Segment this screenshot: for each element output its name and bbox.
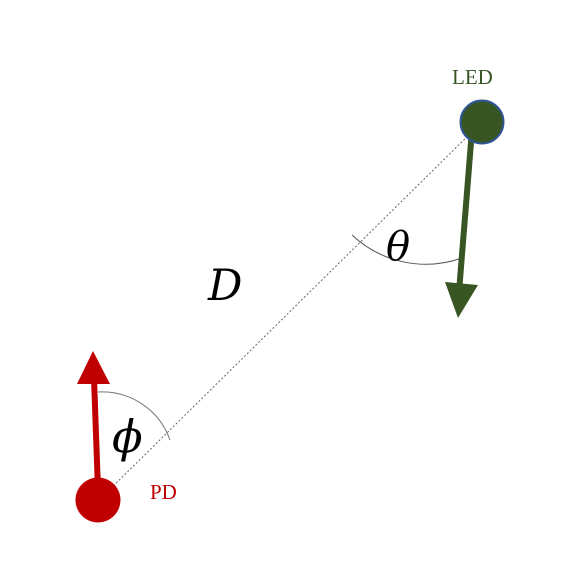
pd-node bbox=[75, 477, 121, 523]
pd-arrowhead bbox=[77, 351, 110, 384]
pd-direction-arrow bbox=[91, 377, 101, 491]
theta-arc bbox=[351, 234, 463, 265]
led-arrowhead bbox=[445, 282, 478, 318]
phi-arc bbox=[97, 391, 171, 441]
distance-label: D bbox=[207, 261, 242, 311]
led-direction-arrow bbox=[456, 129, 475, 293]
distance-line bbox=[98, 121, 483, 501]
phi-label: ϕ bbox=[112, 410, 143, 463]
theta-label: θ bbox=[386, 224, 410, 270]
led-label: LED bbox=[452, 65, 493, 89]
led-node bbox=[459, 99, 505, 145]
pd-label: PD bbox=[150, 480, 177, 504]
